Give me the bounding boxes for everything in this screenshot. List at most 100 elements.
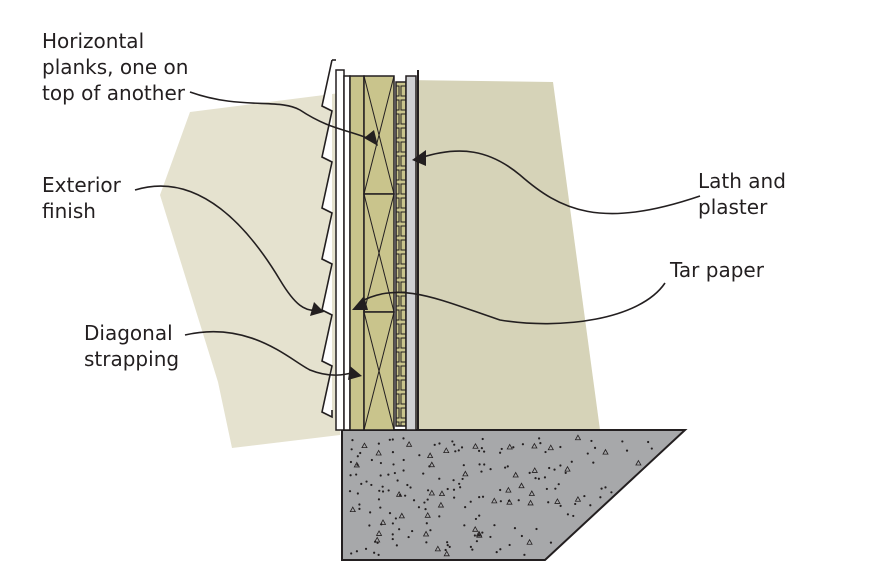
aggregate-dot [424, 508, 427, 511]
label-horizontal-planks: Horizontal planks, one on top of another [42, 28, 188, 106]
aggregate-dot [379, 474, 382, 477]
aggregate-dot [593, 446, 597, 449]
aggregate-dot [381, 490, 385, 493]
leader-exterior-finish [134, 185, 319, 312]
label-tar-paper: Tar paper [670, 257, 764, 283]
aggregate-dot [391, 533, 394, 536]
aggregate-mark [443, 550, 450, 557]
aggregate-dot [418, 454, 421, 457]
aggregate-dot [423, 501, 426, 504]
aggregate-dot [583, 494, 586, 498]
aggregate-dot [559, 464, 562, 467]
aggregate-dot [350, 448, 353, 451]
aggregate-mark [512, 471, 519, 478]
label-line: finish [42, 199, 96, 223]
aggregate-dot [388, 438, 391, 441]
arrow-diagonal-strapping [348, 366, 362, 380]
label-diagonal-strapping: Diagonal strapping [84, 320, 179, 372]
aggregate-dot [504, 466, 507, 469]
aggregate-mark [564, 465, 571, 472]
aggregate-dot [402, 458, 405, 462]
aggregate-dot [481, 495, 485, 498]
aggregate-dot [499, 500, 502, 503]
exterior-siding [321, 59, 336, 419]
aggregate-dot [370, 483, 373, 487]
aggregate-dot [473, 534, 476, 537]
aggregate-dot [369, 511, 372, 514]
aggregate-dot [380, 523, 383, 526]
aggregate-dot [422, 472, 425, 475]
background-wall-left [160, 93, 340, 448]
aggregate-dot [625, 449, 629, 452]
aggregate-dot [544, 450, 547, 454]
aggregate-dot [599, 496, 602, 499]
leader-horizontal-planks [189, 91, 373, 141]
aggregate-dot [572, 514, 575, 518]
aggregate-dot [534, 477, 537, 480]
stud-brace [363, 311, 395, 431]
aggregate-dot [417, 506, 421, 509]
aggregate-dot [483, 450, 486, 453]
arrow-horizontal-planks [364, 130, 378, 146]
aggregate-dot [349, 460, 353, 464]
wall-assembly [335, 69, 419, 431]
aggregate-mark [526, 538, 533, 545]
aggregate-dot [538, 437, 541, 440]
aggregate-dot [493, 524, 496, 527]
aggregate-dot [564, 471, 567, 475]
aggregate-dot [429, 529, 432, 532]
siding-profile [321, 59, 333, 419]
aggregate-mark [422, 530, 430, 537]
aggregate-dot [478, 514, 481, 517]
aggregate-mark [428, 489, 436, 496]
aggregate-dot [453, 496, 456, 499]
aggregate-dot [376, 541, 379, 544]
aggregate-dot [387, 489, 390, 492]
aggregate-mark [531, 442, 538, 449]
aggregate-dot [452, 479, 455, 482]
aggregate-dot [547, 501, 550, 504]
aggregate-dot [589, 504, 592, 507]
aggregate-dot [446, 544, 449, 547]
aggregate-dot [481, 531, 484, 534]
aggregate-dot [406, 483, 409, 487]
aggregate-dot [512, 446, 515, 449]
aggregate-mark [518, 482, 525, 489]
aggregate-mark [375, 449, 382, 456]
aggregate-dot [399, 493, 402, 497]
aggregate-dot [391, 450, 395, 454]
aggregate-mark [426, 452, 434, 459]
aggregate-dot [356, 463, 359, 466]
aggregate-mark [528, 490, 536, 496]
aggregate-dot [446, 487, 449, 491]
aggregate-mark [472, 525, 479, 532]
aggregate-dot [499, 488, 502, 492]
leader-lath-and-plaster [419, 150, 701, 215]
aggregate-dot [508, 543, 511, 547]
aggregate-dot [647, 440, 650, 444]
aggregate-dot [394, 517, 397, 520]
aggregate-dot [559, 445, 562, 449]
aggregate-mark [527, 499, 534, 506]
stud-brace [363, 75, 395, 195]
aggregate-dot [425, 522, 428, 525]
aggregate-mark [438, 490, 446, 497]
aggregate-dot [379, 461, 383, 465]
aggregate-mark [349, 506, 356, 513]
aggregate-dot [349, 474, 352, 477]
aggregate-mark [491, 497, 498, 504]
aggregate-dot [448, 545, 451, 548]
aggregate-dot [469, 545, 472, 548]
aggregate-dot [600, 487, 603, 490]
aggregate-dot [377, 498, 381, 501]
aggregate-dot [549, 541, 553, 544]
leader-diagonal-strapping [184, 330, 356, 376]
aggregate-dot [402, 437, 405, 440]
aggregate-dot [359, 451, 362, 455]
aggregate-dot [507, 499, 511, 502]
aggregate-dot [604, 486, 607, 489]
aggregate-mark [462, 470, 469, 477]
aggregate-dot [535, 527, 538, 531]
aggregate-dot [393, 471, 396, 475]
aggregate-dot [537, 477, 540, 480]
